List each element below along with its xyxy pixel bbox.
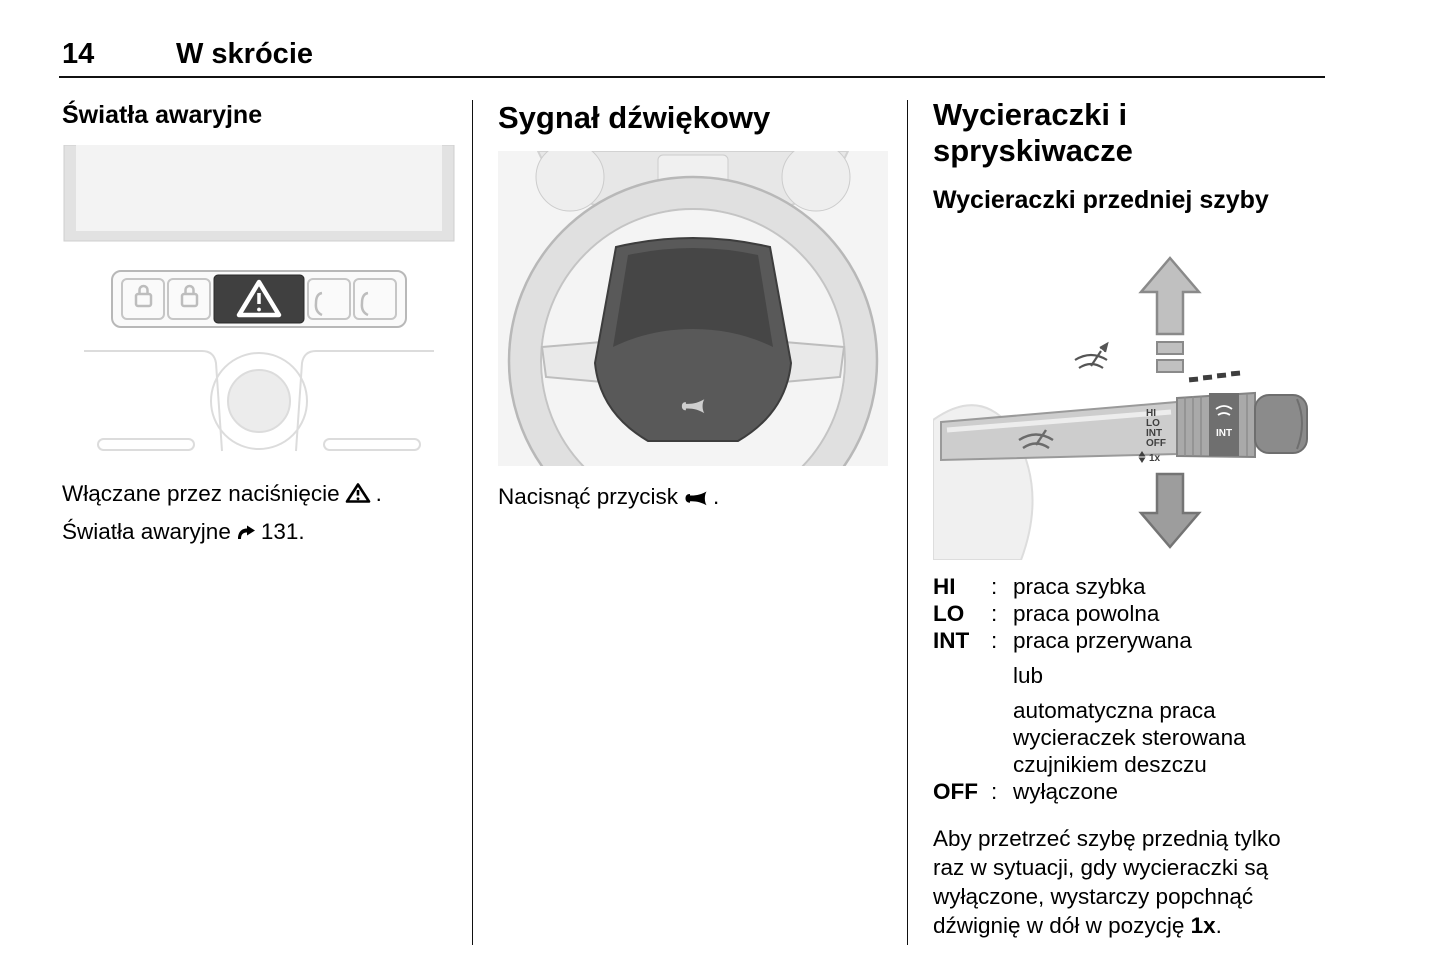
hazard-triangle-icon xyxy=(236,279,282,318)
hazard-dashboard-illustration xyxy=(63,145,455,452)
hazard-caption-text: Włączane przez naciśnięcie xyxy=(62,481,340,506)
mode-key: OFF xyxy=(933,779,978,804)
wipers-title: Wycieraczki i spryskiwacze xyxy=(933,97,1133,168)
once-up-down-arrows xyxy=(1138,451,1146,463)
stalk-knob: INT xyxy=(1176,391,1256,459)
mode-text: praca powolna xyxy=(1013,601,1160,626)
seat-heat-icon xyxy=(360,291,369,317)
wiper-mode-row: lub xyxy=(933,662,1333,689)
hazard-lights-section: Światła awaryjne xyxy=(62,100,456,556)
hazard-ref-period: . xyxy=(298,519,305,544)
mode-text: wyłączone xyxy=(1013,779,1119,804)
seat-heat-icon xyxy=(314,291,323,317)
horn-caption: Nacisnąć przycisk. xyxy=(498,483,888,514)
down-arrow xyxy=(1138,472,1202,549)
mode-key: INT xyxy=(933,628,970,653)
gauge-left xyxy=(535,151,605,212)
column-divider-right xyxy=(907,100,908,945)
gauge-right xyxy=(781,151,851,212)
wheel-rim xyxy=(510,178,876,466)
page-number: 14 xyxy=(62,38,95,70)
horn-icon xyxy=(683,486,708,514)
wiper-icon xyxy=(1018,429,1054,450)
stalk-tip xyxy=(1254,394,1308,454)
wiper-modes-legend: HI:praca szybka LO:praca powolna INT:pra… xyxy=(933,573,1333,805)
wiper-mode-row: LO:praca powolna xyxy=(933,600,1333,627)
svg-text:INT: INT xyxy=(1216,428,1232,439)
steering-wheel-illustration xyxy=(498,151,888,466)
steering-wheel-figure xyxy=(498,151,888,466)
up-arrow xyxy=(1138,256,1202,336)
svg-text:HI: HI xyxy=(1146,408,1156,419)
mode-key: HI xyxy=(933,574,956,599)
header-rule xyxy=(59,76,1325,78)
column-divider-left xyxy=(472,100,473,945)
front-wipers-subtitle: Wycieraczki przedniej szyby xyxy=(933,186,1269,214)
wiper-stalk-figure: HI LO INT OFF 1x xyxy=(933,230,1333,560)
wipers-section: Wycieraczki i spryskiwacze Wycieraczki p… xyxy=(933,97,1333,940)
hazard-lights-title: Światła awaryjne xyxy=(62,101,263,129)
horn-section: Sygnał dźwiękowy xyxy=(498,100,888,521)
mode-text: praca szybka xyxy=(1013,574,1146,599)
dashboard-figure xyxy=(62,145,456,463)
hazard-button xyxy=(213,274,305,324)
single-wipe-paragraph: Aby przetrzeć szybę przednią tylko raz w… xyxy=(933,826,1281,938)
mode-key: LO xyxy=(933,601,965,626)
knob-band xyxy=(1209,393,1239,456)
hazard-warning-icon xyxy=(345,482,371,511)
wiper-mode-row: INT:praca przerywana xyxy=(933,627,1333,654)
hazard-ref-page: 131 xyxy=(260,519,299,544)
svg-text:INT: INT xyxy=(1146,428,1162,439)
wiper-mode-row: HI:praca szybka xyxy=(933,573,1333,600)
horn-caption-text: Nacisnąć przycisk xyxy=(498,484,679,509)
svg-text:1x: 1x xyxy=(1149,453,1161,464)
position-tick-marks xyxy=(1188,370,1241,383)
lock-icons xyxy=(134,284,369,317)
mode-text: praca przerywana xyxy=(1013,628,1192,653)
wiper-sensor-icon xyxy=(1074,341,1109,369)
hazard-caption-period: . xyxy=(375,481,382,506)
once-position-label: 1x xyxy=(1190,913,1216,938)
mode-text: automatyczna praca wycieraczek sterowana… xyxy=(1013,698,1246,777)
svg-text:LO: LO xyxy=(1146,418,1160,429)
hazard-ref-text: Światła awaryjne xyxy=(62,519,231,544)
wiper-mode-row: OFF:wyłączone xyxy=(933,778,1333,805)
wiper-stalk-illustration: HI LO INT OFF 1x xyxy=(933,256,1308,560)
page-ref-arrow-icon xyxy=(236,521,256,549)
section-title: W skrócie xyxy=(176,38,313,70)
stalk-position-labels: HI LO INT OFF 1x xyxy=(1146,408,1166,464)
horn-title: Sygnał dźwiękowy xyxy=(498,100,771,135)
hazard-caption: Włączane przez naciśnięcie. Światła awar… xyxy=(62,480,456,549)
mode-text: lub xyxy=(1013,663,1044,688)
horn-pad-icon xyxy=(681,399,705,414)
wiper-mode-row: automatyczna praca wycieraczek sterowana… xyxy=(933,697,1333,778)
horn-caption-period: . xyxy=(713,484,720,509)
svg-text:OFF: OFF xyxy=(1146,438,1166,449)
